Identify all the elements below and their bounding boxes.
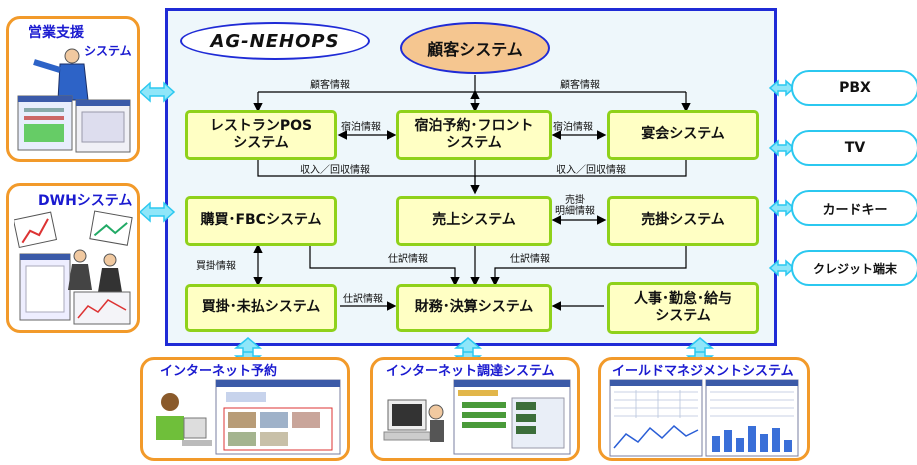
internet-procurement-title: インターネット調達システム [386, 364, 555, 379]
payable-info-label: 買掛情報 [196, 261, 236, 272]
sales-support-subtitle: システム [84, 44, 132, 58]
hr-payroll-node: 人事･勤怠･給与 システム [607, 282, 759, 334]
lodging-info-label-left: 宿泊情報 [341, 122, 381, 133]
booking-user-figure [156, 393, 212, 446]
payables-node: 買掛･未払システム [185, 284, 337, 332]
internet-procurement-illustration [383, 379, 571, 455]
lodging-front-node: 宿泊予約･フロント システム [396, 110, 552, 160]
lodging-info-label-right: 宿泊情報 [553, 122, 593, 133]
dwh-connector [138, 201, 176, 223]
customer-info-label-right: 顧客情報 [560, 80, 600, 91]
sales-support-illustration [17, 48, 131, 153]
pbx-node: PBX [791, 70, 917, 106]
banquet-node: 宴会システム [607, 110, 759, 160]
finance-node: 財務･決算システム [396, 284, 552, 332]
procurement-pc-figure [383, 399, 444, 442]
journal-label-3: 仕訳情報 [343, 294, 383, 305]
receivables-node: 売掛システム [607, 196, 759, 246]
nehops-title: AG-NEHOPS [180, 22, 370, 60]
dwh-illustration [14, 210, 133, 325]
journal-label-2: 仕訳情報 [510, 254, 550, 265]
revenue-label-left: 収入／回収情報 [300, 165, 370, 176]
dwh-title: DWHシステム [38, 193, 133, 209]
receivable-detail-label: 売掛 明細情報 [555, 195, 595, 217]
revenue-label-right: 収入／回収情報 [556, 165, 626, 176]
journal-label-1: 仕訳情報 [388, 254, 428, 265]
receivable-journal-line [490, 246, 687, 287]
customer-info-label-left: 顧客情報 [310, 80, 350, 91]
sales-node: 売上システム [396, 196, 552, 246]
sales-support-connector [138, 81, 176, 103]
purchasing-fbc-node: 購買･FBCシステム [185, 196, 337, 246]
sales-support-title: 営業支援 [28, 25, 84, 41]
tv-node: TV [791, 130, 917, 166]
purchasing-journal-line [309, 246, 460, 287]
yield-management-illustration [609, 379, 799, 457]
internet-booking-illustration [156, 379, 341, 455]
customer-system-node: 顧客システム [400, 22, 550, 74]
yield-management-title: イールドマネジメントシステム [612, 364, 794, 379]
yield-screen-1 [609, 379, 703, 457]
credit-terminal-node: クレジット端末 [791, 250, 917, 286]
restaurant-pos-node: レストランPOS システム [185, 110, 337, 160]
cardkey-node: カードキー [791, 190, 917, 226]
analyst-figures [68, 249, 122, 292]
internet-booking-title: インターネット予約 [160, 364, 278, 379]
